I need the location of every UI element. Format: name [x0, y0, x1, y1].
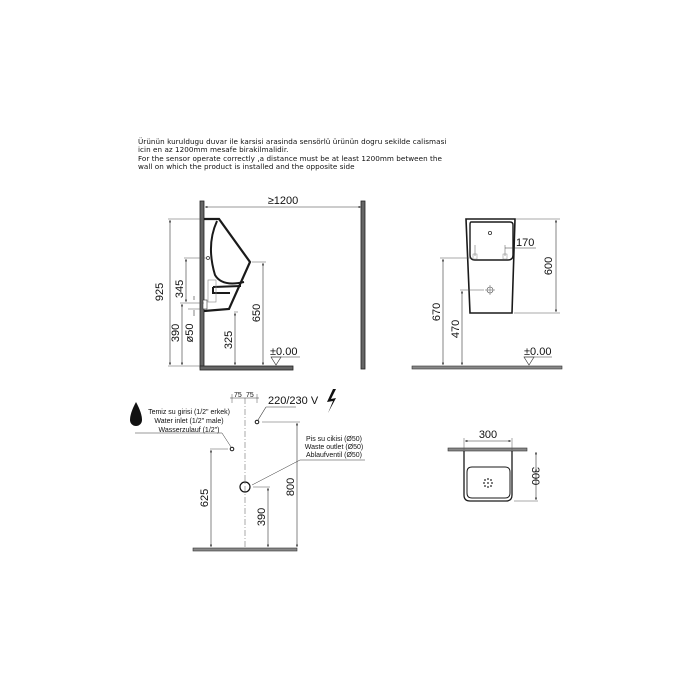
dim-75-left: 75 [234, 392, 242, 399]
dim-75-right: 75 [246, 392, 254, 399]
dim-depth-300: 300 [529, 467, 541, 485]
front-view: 170 600 670 470 ±0.00 [411, 218, 563, 370]
dim-625: 625 [199, 489, 211, 507]
dim-390: 390 [170, 324, 182, 342]
drain-icon [483, 478, 493, 488]
floor-level-marker [270, 356, 282, 366]
dim-925: 925 [154, 283, 166, 301]
water-drop-icon [130, 402, 142, 426]
floor [199, 365, 294, 371]
water-inlet-tr: Temiz su girisi (1/2" erkek) [148, 409, 230, 416]
dim-d50: ø50 [184, 324, 196, 343]
clearance-label: ≥1200 [268, 195, 299, 207]
dim-345: 345 [174, 280, 186, 298]
waste-outlet-de: Ablaufventil (Ø50) [306, 452, 362, 459]
note-line-tr-1: Ürünün kuruldugu duvar ile karsisi arasi… [138, 137, 447, 146]
waste-outlet-en: Waste outlet (Ø50) [305, 444, 364, 451]
dim-470: 470 [450, 320, 462, 338]
voltage-label: 220/230 V [268, 395, 319, 407]
note-line-en-2: wall on which the product is installed a… [138, 162, 355, 172]
top-wall [447, 447, 528, 452]
urinal-bowl-curve [210, 220, 245, 285]
lightning-icon [327, 389, 336, 413]
dim-800: 800 [285, 478, 297, 496]
installation-note: Ürünün kuruldugu duvar ile karsisi arasi… [138, 137, 468, 172]
dim-600: 600 [543, 257, 555, 275]
top-view: 300 300 [447, 429, 541, 502]
front-floor [411, 365, 563, 370]
front-floor-level-label: ±0.00 [524, 346, 551, 358]
installation-view: 75 75 220/230 V Temiz su girisi (1/2" er… [130, 389, 365, 552]
install-floor [192, 547, 298, 552]
dim-width-300: 300 [479, 429, 497, 441]
dim-650: 650 [251, 304, 263, 322]
dim-170: 170 [516, 237, 534, 249]
urinal-top-outline [463, 451, 513, 502]
urinal-front-outline [465, 218, 516, 314]
wall [199, 200, 205, 369]
opposite-wall [360, 200, 366, 370]
floor-level-label: ±0.00 [270, 346, 297, 358]
urinal-side-outline [203, 217, 252, 313]
note-line-en-1: For the sensor operate correctly ,a dist… [138, 153, 442, 163]
dim-325: 325 [223, 331, 235, 349]
dim-670: 670 [431, 303, 443, 321]
waste-outlet-pipe [239, 481, 251, 493]
water-inlet-en: Water inlet (1/2" male) [154, 418, 223, 425]
water-inlet-de: Wasserzulauf (1/2") [159, 427, 220, 434]
side-view: ≥1200 925 345 390 ø50 325 650 [154, 195, 366, 371]
dim-390-install: 390 [256, 508, 268, 526]
note-line-tr-2: icin en az 1200mm mesafe birakilmalidir. [138, 145, 289, 155]
waste-outlet-tr: Pis su cikisi (Ø50) [306, 436, 362, 443]
